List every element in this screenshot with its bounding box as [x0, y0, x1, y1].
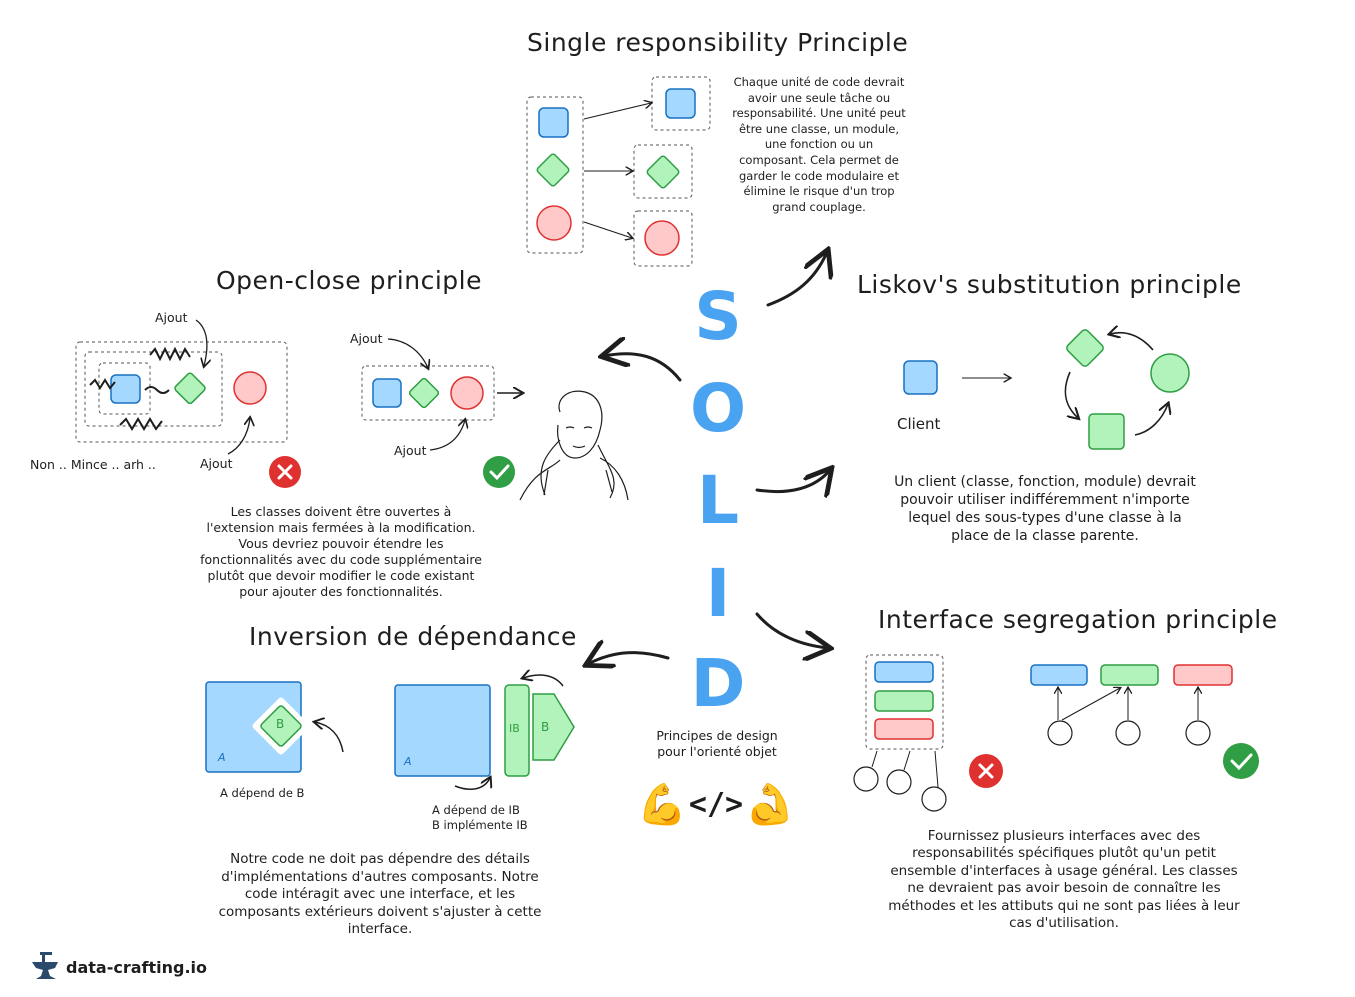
dip-box-b-label: B	[541, 720, 550, 734]
dip-caption-right-1: A dépend de IB	[432, 803, 520, 817]
ocp-description: Les classes doivent être ouvertes à l'ex…	[200, 504, 482, 599]
letter-l: L	[696, 462, 740, 539]
anvil-logo-icon	[32, 952, 58, 979]
code-brackets-icon: </>	[688, 786, 744, 822]
srp-green-diamond	[536, 153, 570, 187]
dip-box-b-label: B	[276, 717, 285, 731]
ocp-ajout-label: Ajout	[200, 456, 233, 471]
letter-s: S	[694, 278, 742, 355]
ocp-bad-diagram	[75, 319, 301, 488]
ocp-check-icon	[483, 456, 515, 488]
dip-box-ib-label: IB	[509, 722, 520, 735]
arrow-to-dip	[588, 653, 670, 664]
srp-class-container	[526, 96, 584, 254]
lsp-diagram	[903, 328, 1190, 450]
lsp-client-label: Client	[897, 415, 941, 433]
arrow-to-isp	[755, 612, 828, 648]
srp-title: Single responsibility Principle	[527, 28, 909, 57]
lsp-client-square	[903, 360, 938, 395]
center-caption: Principes de design pour l'orienté objet	[656, 728, 778, 759]
code-muscle-emoji: 💪 </> 💪	[637, 772, 795, 836]
srp-diagram	[526, 76, 711, 267]
letter-i: I	[705, 555, 731, 632]
isp-title: Interface segregation principle	[878, 605, 1278, 634]
isp-check-icon	[1223, 743, 1259, 779]
letter-o: O	[689, 370, 747, 447]
srp-blue-square	[538, 107, 569, 138]
brand-name: data-crafting.io	[66, 958, 207, 977]
dip-box-a-label: A	[218, 751, 226, 764]
ocp-title: Open-close principle	[216, 266, 482, 295]
dip-caption-right-2: B implémente IB	[432, 818, 528, 832]
srp-red-circle	[536, 205, 572, 241]
ocp-good-diagram	[361, 338, 629, 501]
muscle-left-icon: 💪	[637, 781, 687, 828]
dip-title: Inversion de dépendance	[249, 622, 577, 651]
relieved-face-sketch	[519, 390, 629, 501]
ocp-bad-caption: Non .. Mince .. arh ..	[30, 457, 156, 472]
arrow-to-srp	[766, 252, 827, 307]
dip-caption-left: A dépend de B	[220, 786, 305, 800]
ocp-ajout-label: Ajout	[394, 443, 427, 458]
letter-d: D	[690, 645, 746, 722]
dip-right-diagram	[394, 675, 575, 791]
arrow-to-lsp	[755, 470, 830, 492]
dip-box-a-label: A	[404, 755, 412, 768]
solid-arrows	[588, 252, 830, 664]
srp-description: Chaque unité de code devrait avoir une s…	[732, 75, 906, 214]
arrow-to-ocp	[604, 354, 682, 382]
lsp-title: Liskov's substitution principle	[857, 270, 1242, 299]
isp-good-diagram	[1030, 664, 1259, 779]
dip-left-diagram	[205, 681, 344, 773]
ocp-ajout-label: Ajout	[155, 310, 188, 325]
ocp-ajout-label: Ajout	[350, 331, 383, 346]
isp-bad-diagram	[853, 654, 1003, 812]
muscle-right-icon: 💪	[745, 781, 795, 828]
isp-description: Fournissez plusieurs interfaces avec des…	[888, 828, 1240, 932]
lsp-description: Un client (classe, fonction, module) dev…	[894, 474, 1196, 544]
dip-description: Notre code ne doit pas dépendre des déta…	[218, 851, 542, 938]
